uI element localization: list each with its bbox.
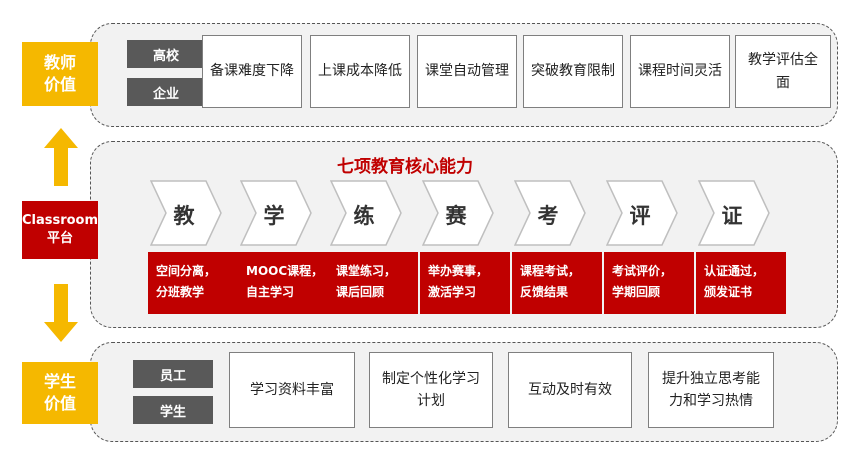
step-char: 赛 (445, 204, 467, 228)
chevron-shape (514, 180, 586, 246)
tag-employee: 员工 (133, 360, 213, 388)
step-char: 教 (173, 204, 195, 228)
core-capabilities-title: 七项教育核心能力 (337, 157, 473, 177)
tag-university: 高校 (127, 40, 205, 68)
student-item-4: 提升独立思考能 力和学习热情 (648, 352, 774, 428)
student-item-1: 学习资料丰富 (229, 352, 355, 428)
step-description: 认证通过， 颁发证书 (696, 252, 786, 314)
platform-label: Classroom 平台 (22, 201, 98, 259)
teacher-item-2: 上课成本降低 (310, 35, 410, 108)
step-char: 评 (629, 204, 651, 228)
tag-enterprise: 企业 (127, 78, 205, 106)
step-char: 考 (537, 204, 559, 228)
step-description: 课堂练习， 课后回顾 (328, 252, 418, 314)
chevron-shape (422, 180, 494, 246)
step-description: 空间分离， 分班教学 (148, 252, 238, 314)
teacher-item-3: 课堂自动管理 (417, 35, 517, 108)
chevron-shape (698, 180, 770, 246)
step-char: 练 (353, 204, 375, 228)
student-value-label: 学生 价值 (22, 362, 98, 424)
step-char: 证 (721, 204, 743, 228)
teacher-item-4: 突破教育限制 (523, 35, 623, 108)
chevron-shape (150, 180, 222, 246)
chevron-shape (606, 180, 678, 246)
step-description: 课程考试， 反馈结果 (512, 252, 602, 314)
tag-student: 学生 (133, 396, 213, 424)
step-description: MOOC课程， 自主学习 (238, 252, 328, 314)
teacher-item-1: 备课难度下降 (202, 35, 302, 108)
step-description: 考试评价， 学期回顾 (604, 252, 694, 314)
student-item-2: 制定个性化学习 计划 (369, 352, 493, 428)
chevron-shape (330, 180, 402, 246)
chevron-shape (240, 180, 312, 246)
teacher-item-6: 教学评估全面 (735, 35, 831, 108)
step-char: 学 (263, 204, 285, 228)
teacher-item-5: 课程时间灵活 (630, 35, 730, 108)
teacher-value-label: 教师 价值 (22, 42, 98, 106)
student-item-3: 互动及时有效 (508, 352, 632, 428)
step-description: 举办赛事， 激活学习 (420, 252, 510, 314)
arrow-down-icon (44, 284, 78, 342)
arrow-up-icon (44, 128, 78, 186)
